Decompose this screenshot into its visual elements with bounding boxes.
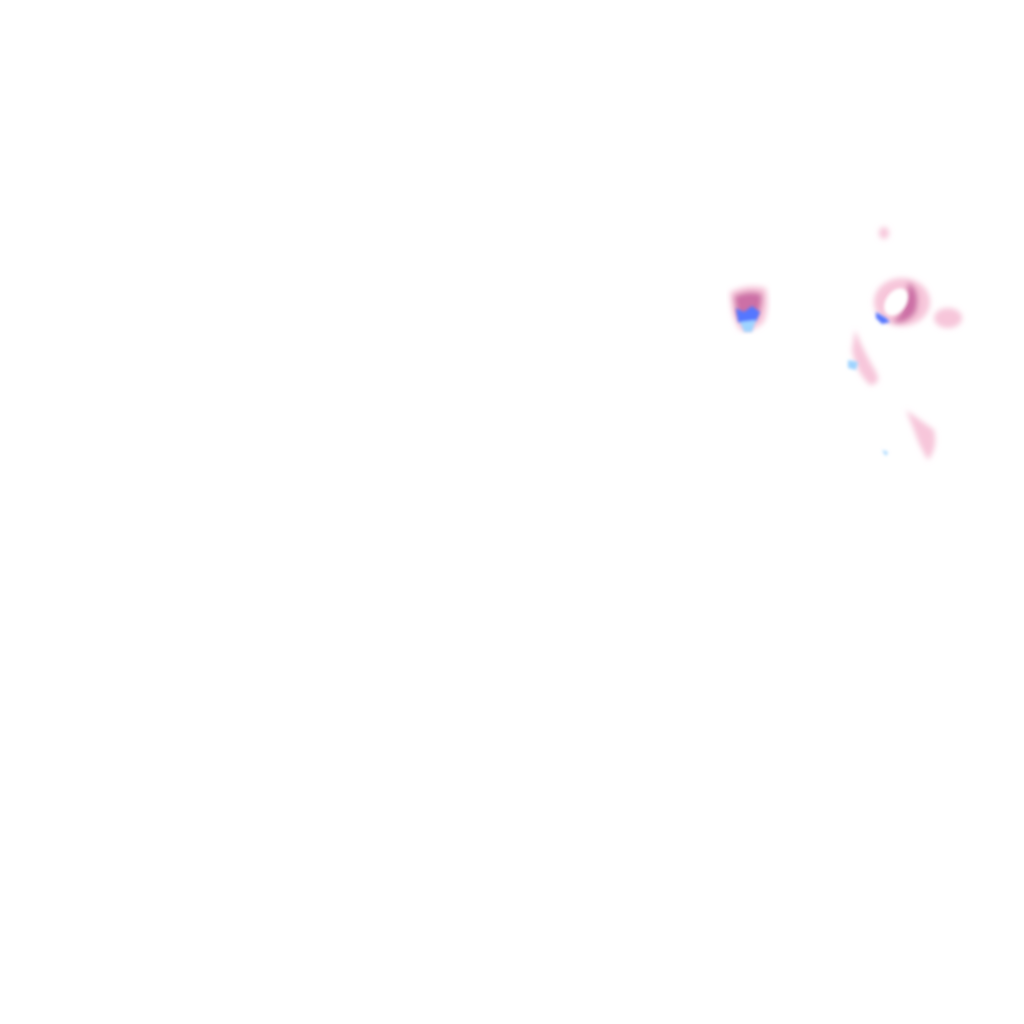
precip-ring-blue-edge [848, 312, 890, 456]
precip-cell-left-core [736, 306, 760, 332]
ring-hole [884, 288, 908, 316]
precip-cell-ring [852, 227, 962, 460]
